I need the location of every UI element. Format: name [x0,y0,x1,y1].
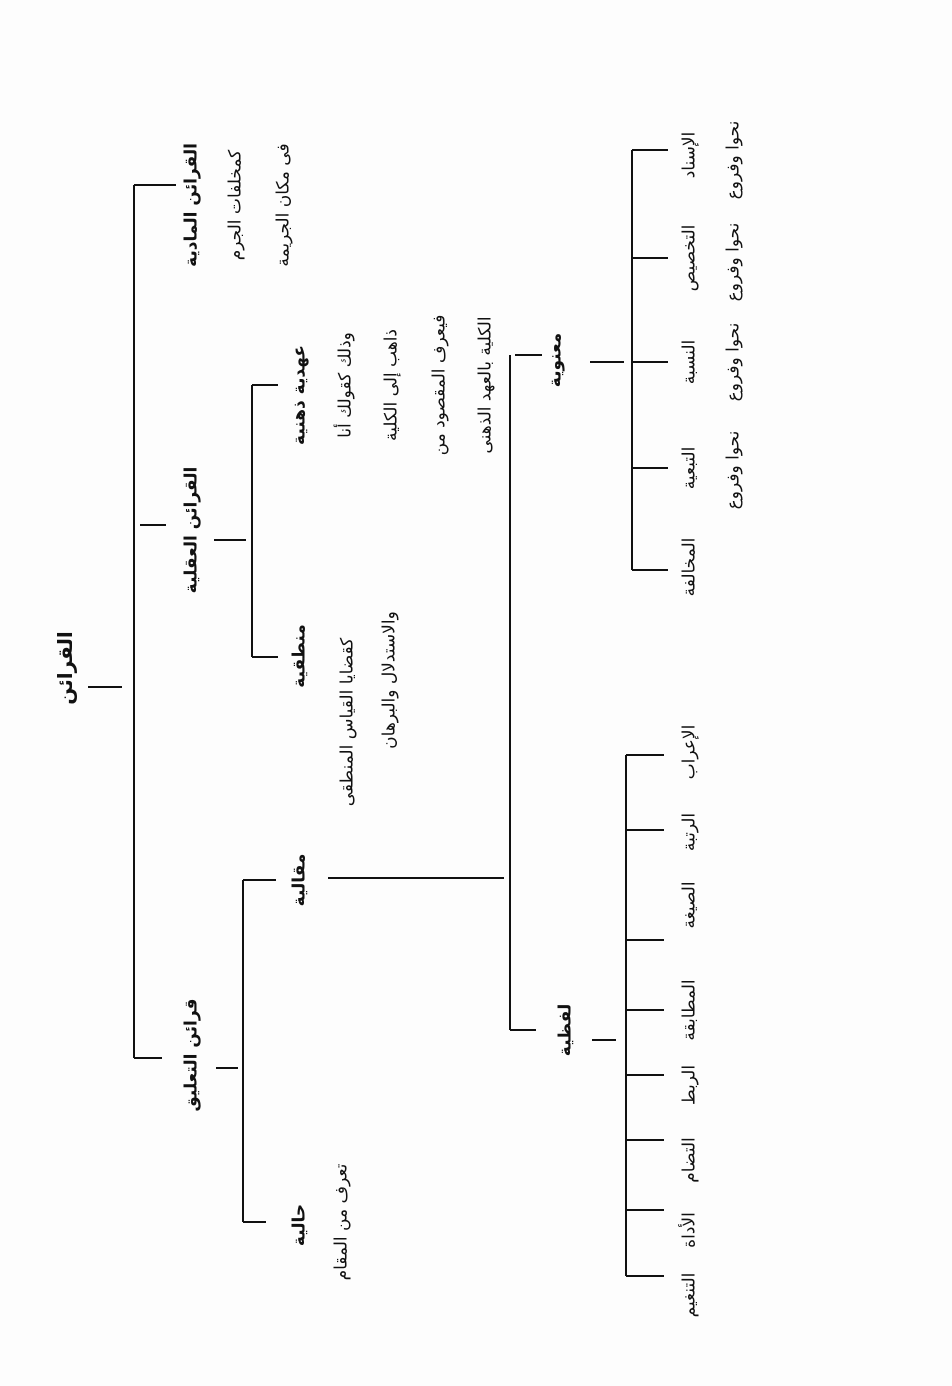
semantic-note: نحوا وفروع [723,430,744,510]
logical-line: والاستدلال والبرهان [379,611,400,749]
logical-line: كقضايا القياس المنطقى [337,637,358,807]
situational-note: تعرف من المقام [331,1163,352,1281]
covenantal-line: وذلك كقولك أنا [335,332,356,438]
linking-title: قرائن التعليق [181,998,202,1112]
semantic-item: المخالفة [679,537,700,597]
covenantal-line: ذاهب إلى الكلية [381,329,402,441]
lexical-item: المطابقة [679,979,700,1041]
lexical-item: الإعراب [679,724,700,780]
lexical-item: الأداة [679,1212,700,1248]
semantic-item: الإسناد [679,131,700,179]
covenantal-line: فيعرف المقصود من [429,314,450,456]
lexical-item: الصيغة [679,881,700,929]
lexical-title: لفظية [555,1003,576,1057]
lexical-item: الربط [679,1064,700,1106]
semantic-item: التبعية [679,446,700,490]
semantic-note: نحوا وفروع [723,222,744,302]
semantic-item: التخصيص [679,224,700,292]
material-line: كمخلفات الجرم [225,149,246,261]
covenantal-line: الكلية بالعهد الذهنى [475,316,496,454]
situational-title: حالية [289,1203,310,1247]
semantic-item: النسبة [679,339,700,385]
covenantal-title: عهدية ذهنية [289,345,310,445]
root-label: القرائن [53,631,77,705]
semantic-title: معنوية [545,332,566,388]
lexical-item: التضام [679,1137,700,1183]
rational-title: القرائن العقلية [181,466,202,594]
semantic-note: نحوا وفروع [723,120,744,200]
material-title: القرائن المادية [181,143,202,267]
lexical-item: الرتبة [679,812,700,852]
lexical-item: التنغيم [679,1272,700,1318]
verbal-title: مقالية [289,853,310,907]
semantic-note: نحوا وفروع [723,322,744,402]
logical-title: منطقية [289,624,310,688]
material-line: فى مكان الجريمة [273,143,294,267]
